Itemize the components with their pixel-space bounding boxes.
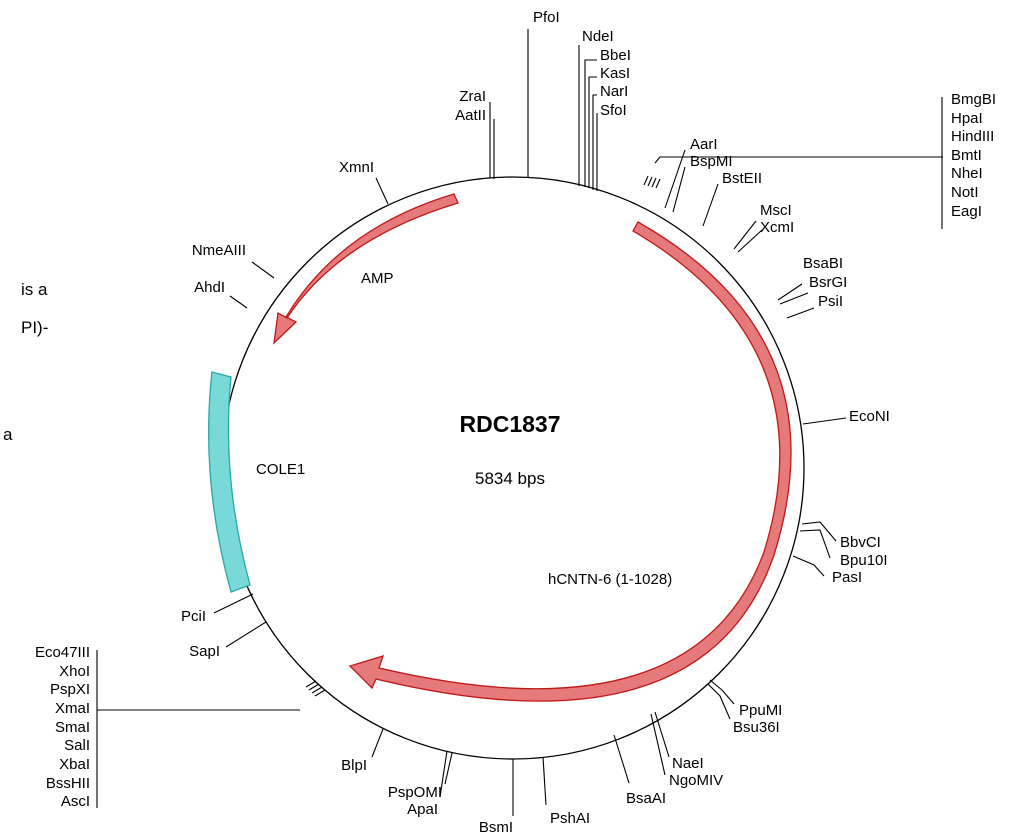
site-label-PfoI: PfoI	[533, 9, 560, 26]
feature-label-hcntn6: hCNTN-6 (1-1028)	[548, 571, 672, 588]
plasmid-length: 5834 bps	[475, 469, 545, 488]
cluster-left-item: Eco47III	[35, 644, 90, 661]
cluster-right-item: HindIII	[951, 128, 994, 145]
leader-BbeI	[584, 59, 597, 187]
site-label-KasI: KasI	[600, 65, 630, 82]
cluster-left-item: AscI	[61, 793, 90, 810]
leader-BsrGI	[779, 292, 809, 305]
clipped-text-3: a	[3, 425, 13, 444]
site-label-ApaI: ApaI	[407, 801, 438, 818]
site-label-MscI: MscI	[760, 202, 792, 219]
cluster-left-item: BssHII	[46, 775, 90, 792]
site-label-PpuMI: PpuMI	[739, 702, 782, 719]
site-label-XmnI: XmnI	[339, 159, 374, 176]
leader-Bpu10I	[799, 529, 831, 559]
leader-NaeI	[654, 711, 670, 758]
site-label-NmeAIII: NmeAIII	[192, 242, 246, 259]
leader-PsiI	[786, 307, 815, 319]
site-label-BstEII: BstEII	[722, 170, 762, 187]
feature-label-amp: AMP	[361, 270, 394, 287]
cluster-left-item: XhoI	[59, 663, 90, 680]
leader-BstEII	[702, 183, 719, 227]
site-label-SapI: SapI	[189, 643, 220, 660]
site-label-BbeI: BbeI	[600, 47, 631, 64]
leader-KasI	[588, 76, 597, 188]
cluster-right-labels: BmgBI HpaI HindIII BmtI NheI NotI EagI	[951, 91, 996, 220]
leader-XcmI	[737, 229, 763, 253]
cluster-left-leader	[96, 650, 326, 808]
leader-PshAI	[542, 756, 547, 806]
leader-ApaI	[439, 750, 448, 798]
cluster-right-item: EagI	[951, 203, 982, 220]
leader-SapI	[225, 621, 267, 648]
leader-AhdI	[229, 295, 248, 309]
leader-PciI	[213, 593, 254, 614]
cluster-left-item: PspXI	[50, 681, 90, 698]
leader-PspOMI	[444, 752, 453, 785]
feature-amp-arrow[interactable]	[273, 193, 459, 345]
site-label-XcmI: XcmI	[760, 219, 794, 236]
clipped-text-1: is a	[21, 280, 48, 299]
site-label-BsaAI: BsaAI	[626, 790, 666, 807]
cluster-left-item: XmaI	[55, 700, 90, 717]
cluster-right-item: NheI	[951, 165, 983, 182]
site-leaders	[213, 29, 847, 816]
site-label-AatII: AatII	[455, 107, 486, 124]
leader-PpuMI	[709, 679, 735, 705]
cluster-right-leader	[643, 97, 943, 229]
cluster-right-item: NotI	[951, 184, 979, 201]
feature-cole1-bar[interactable]	[208, 371, 251, 593]
site-label-PspOMI: PspOMI	[388, 784, 442, 801]
site-label-BsmI: BsmI	[479, 819, 513, 836]
site-label-PciI: PciI	[181, 608, 206, 625]
leader-BlpI	[371, 728, 384, 758]
leader-Bsu36I	[707, 683, 731, 720]
leader-BbvCI	[801, 521, 837, 542]
site-label-BsrGI: BsrGI	[809, 274, 847, 291]
leader-NarI	[592, 94, 597, 190]
plasmid-name: RDC1837	[460, 411, 561, 437]
cluster-left-item: SalI	[64, 737, 90, 754]
site-label-Bpu10I: Bpu10I	[840, 552, 888, 569]
leader-BsaBI	[777, 283, 803, 301]
site-label-EcoNI: EcoNI	[849, 408, 890, 425]
site-label-AarI: AarI	[690, 136, 718, 153]
leader-EcoNI	[802, 417, 847, 425]
leader-BsaAI	[613, 734, 630, 784]
site-label-PasI: PasI	[832, 569, 862, 586]
site-label-SfoI: SfoI	[600, 102, 627, 119]
leader-MscI	[733, 220, 757, 250]
cluster-left-item: SmaI	[55, 719, 90, 736]
feature-hcntn6-arrow[interactable]	[348, 221, 792, 702]
site-label-NdeI: NdeI	[582, 28, 614, 45]
site-label-ZraI: ZraI	[459, 88, 486, 105]
leader-NmeAIII	[251, 261, 275, 279]
site-label-BsaBI: BsaBI	[803, 255, 843, 272]
leader-XmnI	[375, 177, 389, 205]
site-label-NgoMIV: NgoMIV	[669, 772, 723, 789]
site-label-PsiI: PsiI	[818, 293, 843, 310]
site-label-Bsu36I: Bsu36I	[733, 719, 780, 736]
site-labels: PfoI NdeI BbeI KasI NarI SfoI ZraI AatII…	[181, 9, 890, 836]
site-label-AhdI: AhdI	[194, 279, 225, 296]
plasmid-backbone	[221, 176, 805, 760]
leader-PasI	[792, 555, 825, 577]
site-label-BlpI: BlpI	[341, 757, 367, 774]
site-label-NarI: NarI	[600, 83, 628, 100]
site-label-NaeI: NaeI	[672, 755, 704, 772]
clipped-text-2: PI)-	[21, 318, 49, 337]
cluster-left-labels: Eco47III XhoI PspXI XmaI SmaI SalI XbaI …	[35, 644, 90, 810]
leader-AarI	[664, 149, 686, 209]
site-label-BspMI: BspMI	[690, 153, 733, 170]
feature-label-cole1: COLE1	[256, 461, 305, 478]
cluster-right-item: BmtI	[951, 147, 982, 164]
cluster-left-item: XbaI	[59, 756, 90, 773]
leader-BspMI	[672, 166, 686, 213]
cluster-right-item: HpaI	[951, 110, 983, 127]
cluster-right-item: BmgBI	[951, 91, 996, 108]
leader-NgoMIV	[650, 713, 666, 776]
site-label-BbvCI: BbvCI	[840, 534, 881, 551]
site-label-PshAI: PshAI	[550, 810, 590, 827]
